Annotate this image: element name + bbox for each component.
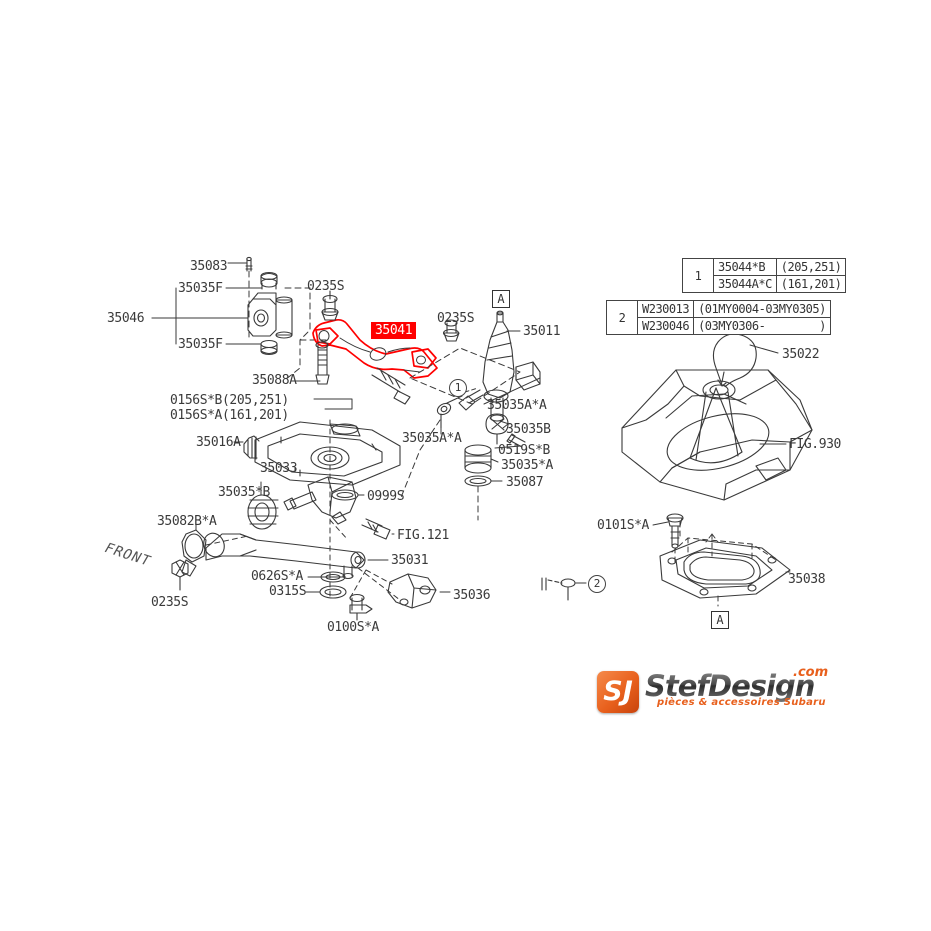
label-0235S-bottom: 0235S: [151, 595, 189, 610]
watermark-logo-badge: SJ: [597, 671, 639, 713]
legend2-row1-part: W230046: [636, 317, 695, 335]
leader-lines-mid: [233, 441, 365, 496]
part-35022-shift-knob: [712, 333, 757, 387]
part-35036-bracket: [387, 573, 437, 609]
legend1-marker: 1: [682, 258, 714, 293]
label-35082BA: 35082B*A: [157, 514, 217, 529]
label-35046: 35046: [107, 311, 145, 326]
label-0519SB: 0519S*B: [498, 443, 550, 458]
part-FIG930-console: [621, 369, 813, 501]
part-0235S-middle: [442, 319, 460, 342]
label-35088A: 35088A: [252, 373, 297, 388]
part-W230013-clip: [541, 577, 587, 601]
label-35083: 35083: [190, 259, 228, 274]
label-35038: 35038: [788, 572, 826, 587]
part-0235S-bottom: [171, 559, 189, 591]
part-0101SA-clip: [666, 513, 684, 549]
part-35035B-ball: [485, 413, 509, 445]
label-0235S-upper: 0235S: [307, 279, 345, 294]
watermark-tld: .com: [793, 665, 829, 680]
legend1-row0-range: (205,251): [775, 258, 847, 276]
legend1-row1-range: (161,201): [775, 275, 847, 293]
part-0999S-oring: [331, 489, 359, 501]
part-35082BA-bush: [181, 529, 207, 577]
label-0626SA: 0626S*A: [251, 569, 303, 584]
part-35031-shift-arm: [203, 532, 366, 580]
legend-table-1: 1 35044*B (205,251) 35044A*C (161,201): [682, 258, 847, 293]
part-0235S-upper: [321, 290, 339, 321]
highlighted-part-label[interactable]: 35041: [371, 322, 417, 339]
label-FIG930: FIG.930: [789, 437, 841, 452]
label-35035A: 35035*A: [501, 458, 553, 473]
legend1-row1-part: 35044A*C: [713, 275, 777, 293]
label-0101SA: 0101S*A: [597, 518, 649, 533]
leader-lines-right: [749, 344, 787, 445]
label-0156SB: 0156S*B(205,251): [170, 393, 289, 408]
legend2-marker: 2: [606, 300, 638, 335]
part-0100SA-bolt: [349, 593, 373, 621]
part-35046-bracket: [245, 256, 293, 356]
label-35035AA-right: 35035A*A: [487, 398, 547, 413]
legend2-row1-range: (03MY0306- ): [693, 317, 831, 335]
watermark-logo-letters: SJ: [603, 676, 633, 707]
leader-lines-left: [151, 262, 353, 410]
leader-lines-lower: [195, 523, 451, 593]
legend-table-2: 2 W230013 (01MY0004-03MY0305) W230046 (0…: [606, 300, 831, 335]
marker-box-a-top: A: [492, 290, 510, 308]
part-35088A-bolt: [315, 341, 330, 385]
watermark-logo: SJ StefDesign .com pièces & accessoires …: [597, 665, 867, 717]
legend2-row0-range: (01MY0004-03MY0305): [693, 300, 831, 318]
part-35035B-bellow: [247, 494, 279, 530]
part-35087-oring: [464, 475, 492, 487]
part-35035A-bushing: [464, 444, 492, 474]
label-35036: 35036: [453, 588, 491, 603]
label-35087: 35087: [506, 475, 544, 490]
label-0315S: 0315S: [269, 584, 307, 599]
label-35016A: 35016A: [196, 435, 241, 450]
legend2-row0-part: W230013: [636, 300, 695, 318]
part-FIG121-screw: [361, 518, 391, 540]
watermark-tagline: pièces & accessoires Subaru: [657, 697, 826, 708]
label-0100SA: 0100S*A: [327, 620, 379, 635]
label-35033: 35033: [260, 461, 298, 476]
watermark-brand: StefDesign: [645, 669, 815, 703]
label-35011: 35011: [523, 324, 561, 339]
part-35041-shift-rod: [312, 318, 438, 379]
label-35031: 35031: [391, 553, 429, 568]
label-FIG121: FIG.121: [397, 528, 449, 543]
part-35038-plate: [659, 539, 791, 599]
label-35035AA-left: 35035A*A: [402, 431, 462, 446]
marker-circle-1: 1: [449, 379, 467, 397]
label-35022: 35022: [782, 347, 820, 362]
label-0156SA: 0156S*A(161,201): [170, 408, 289, 423]
part-0156S-bolt: [371, 367, 411, 405]
marker-circle-2: 2: [588, 575, 606, 593]
part-35041-inner-detail: [318, 330, 426, 373]
label-35035B-boot: 35035*B: [218, 485, 270, 500]
part-0315S-washer: [319, 585, 347, 599]
legend1-row0-part: 35044*B: [713, 258, 777, 276]
label-0235S-middle: 0235S: [437, 311, 475, 326]
label-35035F-bottom: 35035F: [178, 337, 223, 352]
marker-box-a-bottom: A: [711, 611, 729, 629]
label-35035B: 35035B: [506, 422, 551, 437]
leader-lines-center: [440, 330, 541, 482]
label-0999S: 0999S: [367, 489, 405, 504]
label-35035F-top: 35035F: [178, 281, 223, 296]
